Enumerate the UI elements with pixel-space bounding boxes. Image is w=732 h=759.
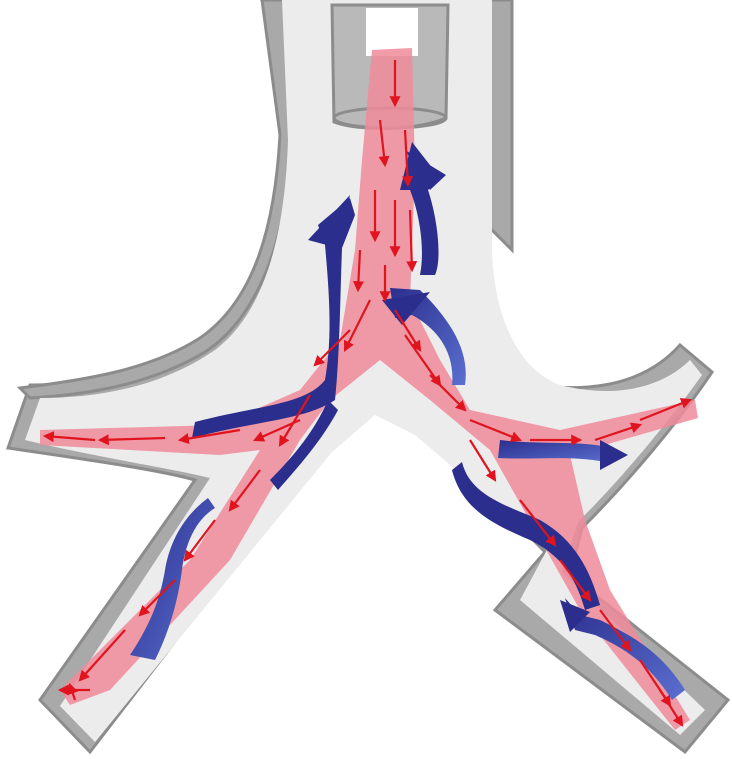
airway-flow-diagram: [0, 0, 732, 759]
